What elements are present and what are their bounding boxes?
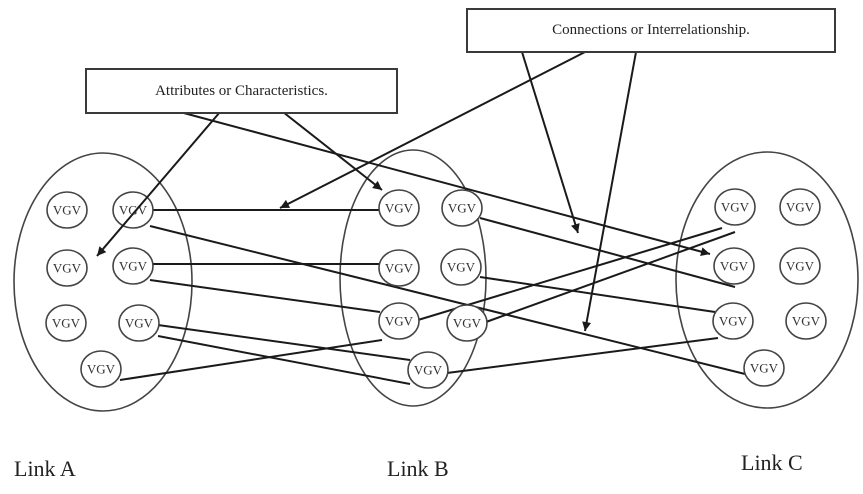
edge-a4-b5 <box>149 279 381 313</box>
vgv-node-circle <box>779 247 821 285</box>
vgv-node-circle <box>112 247 154 285</box>
edge-a6-b7 <box>157 324 411 361</box>
vgv-node-c3: VGV <box>713 247 755 285</box>
vgv-node-circle <box>378 249 420 287</box>
vgv-node-circle <box>779 188 821 226</box>
vgv-node-label: VGV <box>385 201 414 216</box>
edge-a7-b5 <box>119 339 383 381</box>
vgv-node-b3: VGV <box>378 249 420 287</box>
edge-a6-b7 <box>157 335 411 385</box>
arrowhead-icon <box>280 199 291 208</box>
vgv-node-b5: VGV <box>378 302 420 340</box>
edge-b2-c3 <box>479 217 736 288</box>
vgv-node-b6: VGV <box>446 304 488 342</box>
vgv-node-c2: VGV <box>779 188 821 226</box>
annotation-pointer-connections <box>279 51 586 209</box>
edge-b4-c5 <box>479 276 716 313</box>
vgv-node-circle <box>714 188 756 226</box>
vgv-node-label: VGV <box>719 314 748 329</box>
vgv-node-a4: VGV <box>112 247 154 285</box>
attributes-annotation-text: Attributes or Characteristics. <box>155 82 328 99</box>
annotation-pointer-attributes <box>179 111 711 255</box>
vgv-node-a6: VGV <box>118 304 160 342</box>
vgv-node-label: VGV <box>53 261 82 276</box>
vgv-node-label: VGV <box>447 260 476 275</box>
vgv-node-label: VGV <box>453 316 482 331</box>
vgv-node-label: VGV <box>448 201 477 216</box>
vgv-node-b7: VGV <box>407 351 449 389</box>
annotation-pointer-connections <box>584 51 637 332</box>
arrowhead-icon <box>582 321 592 331</box>
vgv-node-b2: VGV <box>441 189 483 227</box>
vgv-node-circle <box>45 304 87 342</box>
vgv-node-circle <box>378 302 420 340</box>
vgv-node-circle <box>785 302 827 340</box>
vgv-node-c5: VGV <box>712 302 754 340</box>
vgv-node-c7: VGV <box>743 349 785 387</box>
vgv-node-a3: VGV <box>46 249 88 287</box>
arrowhead-icon <box>571 223 580 233</box>
vgv-node-label: VGV <box>786 259 815 274</box>
vgv-node-label: VGV <box>119 203 148 218</box>
link-c-group-ellipse <box>675 151 859 409</box>
attributes-annotation-box: Attributes or Characteristics. <box>85 68 398 114</box>
vgv-node-circle <box>441 189 483 227</box>
link-a-group-ellipse <box>13 152 193 412</box>
vgv-node-circle <box>118 304 160 342</box>
vgv-node-label: VGV <box>414 363 443 378</box>
arrowhead-icon <box>372 180 382 190</box>
link-c-label: Link C <box>741 450 803 475</box>
vgv-node-circle <box>713 247 755 285</box>
vgv-node-circle <box>712 302 754 340</box>
vgv-node-a7: VGV <box>80 350 122 388</box>
edge-b7-c5 <box>446 337 719 374</box>
vgv-node-circle <box>440 248 482 286</box>
vgv-node-label: VGV <box>52 316 81 331</box>
annotation-pointer-attributes <box>282 111 383 191</box>
vgv-node-c6: VGV <box>785 302 827 340</box>
link-b-label: Link B <box>387 456 449 481</box>
vgv-node-label: VGV <box>721 200 750 215</box>
edge-b6-c1 <box>485 231 736 323</box>
vgv-node-circle <box>378 189 420 227</box>
vgv-node-circle <box>407 351 449 389</box>
vgv-node-circle <box>446 304 488 342</box>
vgv-node-label: VGV <box>87 362 116 377</box>
vgv-node-c1: VGV <box>714 188 756 226</box>
vgv-node-label: VGV <box>119 259 148 274</box>
vgv-node-label: VGV <box>750 361 779 376</box>
vgv-node-label: VGV <box>786 200 815 215</box>
arrowhead-icon <box>97 246 107 256</box>
vgv-node-label: VGV <box>53 203 82 218</box>
connections-annotation-box: Connections or Interrelationship. <box>466 8 836 53</box>
vgv-node-label: VGV <box>792 314 821 329</box>
edge-a2-c7 <box>149 225 746 375</box>
vgv-node-a1: VGV <box>46 191 88 229</box>
vgv-node-b1: VGV <box>378 189 420 227</box>
link-a-label: Link A <box>14 456 76 481</box>
vgv-node-label: VGV <box>385 261 414 276</box>
annotation-pointer-attributes <box>96 111 221 257</box>
connections-annotation-text: Connections or Interrelationship. <box>552 22 750 38</box>
arrowhead-icon <box>700 247 710 257</box>
vgv-node-c4: VGV <box>779 247 821 285</box>
annotation-pointer-connections <box>521 51 579 234</box>
vgv-node-label: VGV <box>385 314 414 329</box>
vgv-node-circle <box>80 350 122 388</box>
vgv-node-a5: VGV <box>45 304 87 342</box>
vgv-node-label: VGV <box>125 316 154 331</box>
vgv-node-b4: VGV <box>440 248 482 286</box>
vgv-node-circle <box>743 349 785 387</box>
vgv-node-circle <box>46 249 88 287</box>
vgv-node-label: VGV <box>720 259 749 274</box>
vgv-node-circle <box>46 191 88 229</box>
